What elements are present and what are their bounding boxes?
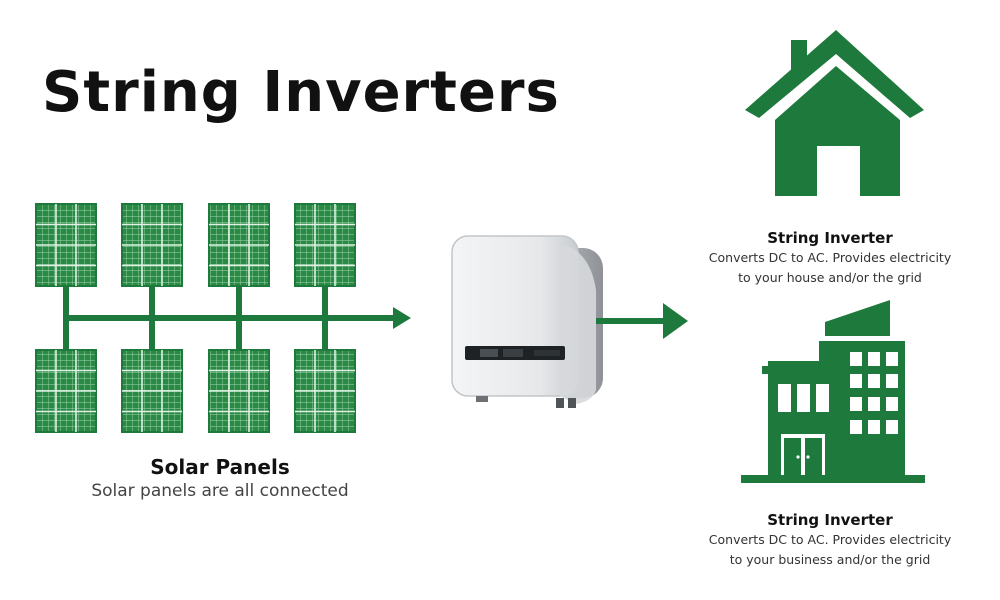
solar-panel-icon: [35, 203, 97, 287]
solar-panel-array: [35, 203, 356, 433]
page-title: String Inverters: [42, 60, 560, 125]
house-inverter-description-line-1: Converts DC to AC. Provides electricity: [708, 250, 952, 265]
panels-to-inverter-arrow-icon: [393, 307, 411, 329]
solar-panel-icon: [35, 349, 97, 433]
business-inverter-heading: String Inverter: [767, 511, 893, 529]
business-inverter-description-line-1: Converts DC to AC. Provides electricity: [708, 532, 952, 547]
solar-panels-caption: Solar Panels Solar panels are all connec…: [40, 454, 400, 502]
house-inverter-description-line-2: to your house and/or the grid: [738, 270, 922, 285]
house-icon: [745, 30, 924, 196]
solar-panels-description: Solar panels are all connected: [91, 481, 349, 501]
solar-panel-icon: [208, 203, 270, 287]
solar-panel-icon: [208, 349, 270, 433]
solar-panel-icon: [121, 349, 183, 433]
solar-panel-icon: [294, 203, 356, 287]
house-inverter-caption: String Inverter Converts DC to AC. Provi…: [680, 228, 980, 288]
business-inverter-description-line-2: to your business and/or the grid: [729, 552, 931, 567]
inverter-output-arrow-icon: [596, 303, 688, 339]
panel-wiring: [63, 286, 395, 350]
solar-panels-heading: Solar Panels: [150, 455, 290, 479]
solar-panel-icon: [294, 349, 356, 433]
solar-panel-icon: [121, 203, 183, 287]
building-door: [784, 438, 822, 475]
office-building-icon: [741, 300, 925, 483]
house-inverter-heading: String Inverter: [767, 229, 893, 247]
inverter-device-icon: [451, 235, 603, 408]
business-inverter-caption: String Inverter Converts DC to AC. Provi…: [680, 510, 980, 570]
